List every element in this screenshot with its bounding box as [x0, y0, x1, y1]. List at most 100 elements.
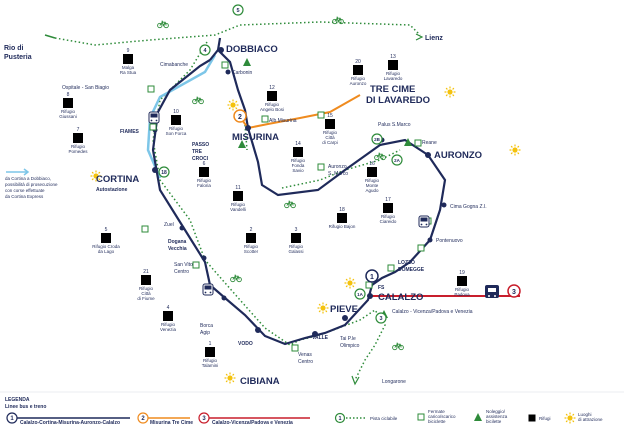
svg-text:Rifugio: Rifugio	[161, 322, 176, 327]
station-misurina[interactable]	[245, 125, 251, 131]
svg-text:11: 11	[235, 185, 240, 191]
badge-bike-2b[interactable]: 2B	[371, 133, 383, 145]
svg-text:18: 18	[339, 207, 345, 213]
hut-5[interactable]: 5 Rifugio Croda da Lago	[92, 227, 120, 254]
label-ospitale: Ospitale - San Biagio	[62, 85, 109, 91]
station-calalzo[interactable]	[367, 293, 373, 299]
svg-text:Rifugio Bajon: Rifugio Bajon	[329, 224, 356, 229]
station-borca[interactable]	[221, 295, 227, 301]
svg-text:Calalzo-Vicenza/Padova e Venez: Calalzo-Vicenza/Padova e Venezia	[212, 420, 293, 426]
svg-text:Rifugio: Rifugio	[289, 244, 304, 249]
svg-text:Rifugio: Rifugio	[71, 144, 86, 149]
svg-text:9: 9	[127, 48, 130, 54]
station-auronzo[interactable]	[425, 152, 431, 158]
hut-21[interactable]: 21 Rifugio Città di Fiume	[137, 269, 155, 301]
badge-bike-4[interactable]: 4	[199, 44, 211, 56]
hut-6[interactable]: 6 Rifugio Faloria	[197, 161, 212, 188]
hut-15[interactable]: 15 Rifugio Città di Carpi	[322, 113, 338, 145]
svg-text:biciclette: biciclette	[428, 419, 446, 424]
legend-attractions: Luoghi di attrazione	[563, 411, 603, 425]
label-cortina-note-3: con corse effettuate	[5, 188, 45, 193]
svg-text:10: 10	[173, 109, 179, 115]
station-pieve[interactable]	[342, 315, 348, 321]
hut-11[interactable]: 11 Rifugio Vandelli	[230, 185, 246, 212]
hut-20[interactable]: 20 Rifugio Auronzo	[350, 59, 367, 86]
svg-text:Lavaredo: Lavaredo	[384, 76, 403, 81]
svg-text:Galassi: Galassi	[288, 249, 303, 254]
label-cortina: CORTINA	[96, 174, 139, 185]
label-borca-1: Borca	[200, 323, 213, 329]
badge-route-1[interactable]: 1	[365, 269, 379, 283]
hut-12[interactable]: 12 Rifugio Angelo Bosi	[260, 85, 284, 112]
hut-3[interactable]: 3 Rifugio Galassi	[288, 227, 303, 254]
legend-line-2: 2 Misurina Tre Cime	[137, 412, 193, 426]
hut-16[interactable]: 16 Rifugio Monte Agudo	[365, 161, 380, 193]
hut-9[interactable]: 9 Malga Ra Stua	[120, 48, 137, 75]
hut-1[interactable]: 1 Rifugio Talamini	[202, 341, 219, 368]
label-auronzo-sm-2: S. Marco	[328, 171, 348, 177]
label-misurina: MISURINA	[232, 132, 279, 143]
station-pontenuovo[interactable]	[427, 237, 433, 243]
bus-icon	[202, 283, 214, 296]
svg-text:3: 3	[379, 316, 382, 322]
station-vodo[interactable]	[255, 327, 261, 333]
station-san-vito[interactable]	[201, 255, 207, 261]
badge-bike-5[interactable]: 5	[232, 4, 244, 16]
svg-text:4: 4	[167, 305, 170, 311]
svg-text:Rifugio: Rifugio	[455, 287, 470, 292]
svg-text:2: 2	[250, 227, 253, 233]
svg-text:Rifugi: Rifugi	[539, 416, 551, 421]
label-dobbiaco: DOBBIACO	[226, 44, 278, 55]
hut-4[interactable]: 4 Rifugio Venezia	[160, 305, 177, 332]
badge-bike-1a[interactable]: 1A	[354, 288, 366, 300]
badge-route-2[interactable]: 2	[233, 109, 247, 123]
station-cortina[interactable]	[152, 167, 158, 173]
svg-text:Pomedes: Pomedes	[68, 149, 88, 154]
label-cima-gogna: Cima Gogna Z.I.	[450, 204, 487, 210]
hut-8[interactable]: 8 Rifugio Giussani	[59, 92, 77, 119]
label-borca-2: Agip	[200, 330, 210, 336]
badge-bike-3[interactable]: 3	[375, 312, 387, 324]
label-passo-2: TRE	[192, 149, 203, 155]
station-cima-gogna[interactable]	[441, 202, 447, 208]
svg-text:Faloria: Faloria	[197, 183, 211, 188]
svg-text:Noleggio/: Noleggio/	[486, 409, 506, 414]
badge-bike-2a[interactable]: 2A	[391, 154, 403, 166]
badge-bike-18[interactable]: 18	[158, 166, 170, 178]
svg-text:bicilette: bicilette	[486, 419, 502, 424]
hut-10[interactable]: 10 Rifugio Son Forca	[166, 109, 187, 136]
hut-18[interactable]: 18 Rifugio Bajon	[329, 207, 356, 229]
place-labels: DOBBIACO CORTINA Autostazione MISURINA A…	[4, 35, 487, 387]
station-zuel[interactable]	[179, 225, 185, 231]
svg-text:Città: Città	[141, 291, 151, 296]
svg-text:Malga: Malga	[122, 65, 135, 70]
attraction-icon	[563, 411, 577, 425]
hut-14[interactable]: 14 Rifugio Fonda Savio	[291, 141, 306, 173]
label-venas-1: Venas	[298, 352, 312, 358]
label-cortina-note-4: da Cortina Express	[5, 194, 44, 199]
svg-text:2: 2	[238, 114, 242, 121]
svg-text:di Fiume: di Fiume	[137, 296, 155, 301]
svg-text:assistenza: assistenza	[486, 414, 508, 419]
hut-17[interactable]: 17 Rifugio Ciareido	[380, 197, 397, 224]
svg-text:Misurina Tre Cime: Misurina Tre Cime	[150, 420, 193, 426]
hut-13[interactable]: 13 Rifugio Lavaredo	[384, 54, 403, 81]
svg-text:5: 5	[236, 8, 239, 14]
label-dogana-2: Vecchia	[168, 246, 187, 252]
station-carbonin[interactable]	[225, 69, 231, 75]
svg-text:Calalzo-Cortina-Misurina-Auron: Calalzo-Cortina-Misurina-Auronzo-Calalzo	[20, 420, 120, 426]
label-fs: FS	[378, 285, 385, 291]
station-valle[interactable]	[312, 331, 318, 337]
hut-7[interactable]: 7 Rifugio Pomedes	[68, 127, 88, 154]
label-auronzo: AURONZO	[434, 150, 482, 161]
svg-text:Fonda: Fonda	[292, 163, 305, 168]
svg-text:Rifugio: Rifugio	[265, 102, 280, 107]
hut-19[interactable]: 19 Rifugio Padova	[454, 270, 470, 297]
mountain-huts: 9 Malga Ra Stua 8 Rifugio Giussani 7 Rif…	[59, 48, 470, 368]
label-cimabanche: Cimabanche	[160, 62, 188, 68]
hut-2[interactable]: 2 Rifugio Scotter	[244, 227, 259, 254]
station-dobbiaco[interactable]	[218, 47, 224, 53]
label-cortina-note-1: da Cortina a Dobbiaco,	[5, 176, 51, 181]
badge-route-3[interactable]: 3	[507, 284, 521, 298]
